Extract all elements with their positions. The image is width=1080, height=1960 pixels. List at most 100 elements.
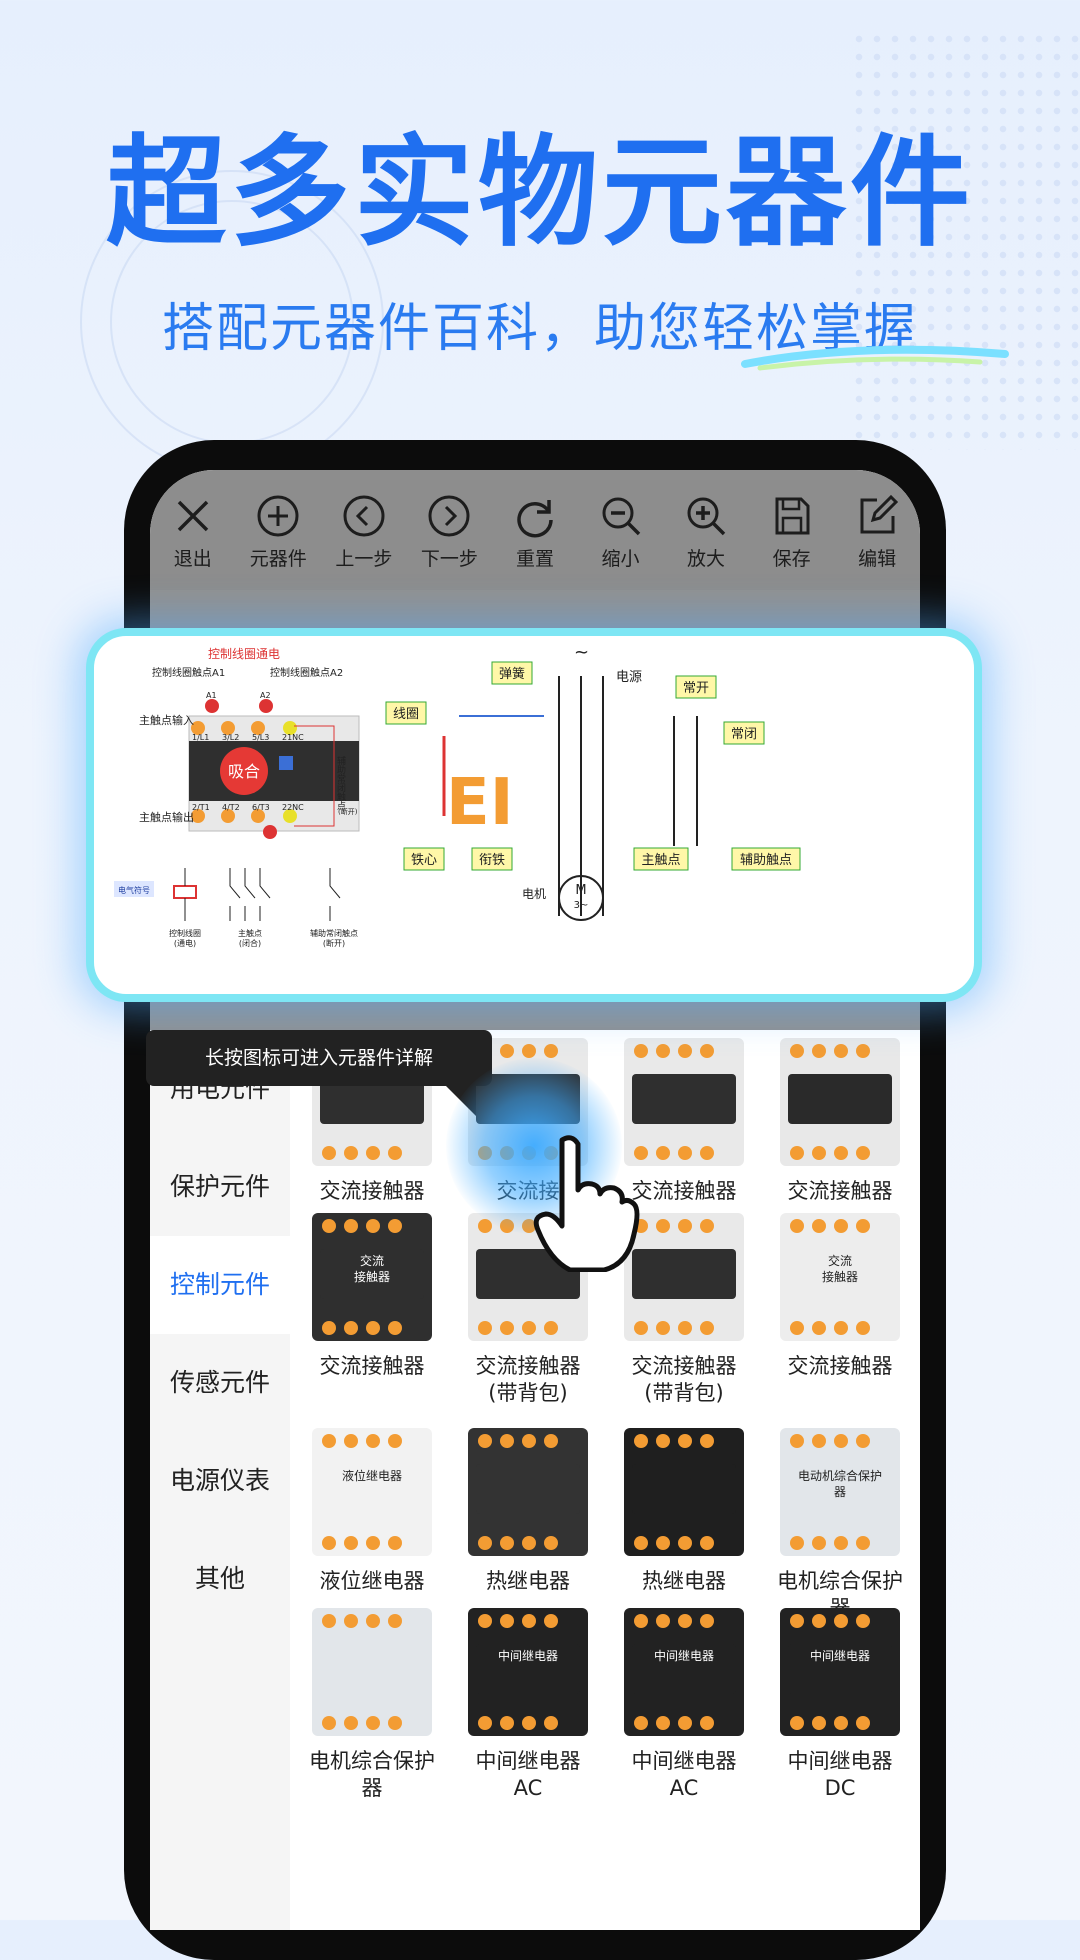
component-label: 交流接触器: [787, 1354, 893, 1378]
component-label: 热继电器: [486, 1569, 570, 1593]
svg-text:3/L2: 3/L2: [222, 733, 239, 742]
aux-nc-label: 辅助常闭触点: [335, 755, 346, 811]
component-thumbnail-tag: 中间继电器: [809, 1649, 870, 1663]
category-item[interactable]: 控制元件: [150, 1236, 290, 1334]
svg-text:5/L3: 5/L3: [252, 733, 269, 742]
coil-energized-label: 控制线圈通电: [208, 647, 280, 661]
component-thumbnail: 中间继电器: [780, 1608, 900, 1736]
component-sublabel: AC: [513, 1776, 543, 1800]
component-thumbnail-tag: 中间继电器: [653, 1649, 714, 1663]
add-circle-icon: [257, 495, 299, 537]
svg-text:M: M: [575, 883, 586, 898]
svg-text:A1: A1: [206, 691, 217, 700]
save-icon: [775, 497, 810, 535]
svg-text:3~: 3~: [574, 900, 589, 911]
ei-core: EI: [446, 766, 514, 840]
component-item[interactable]: 电机综合保护器: [294, 1608, 450, 1802]
component-item[interactable]: 交流 接触器交流接触器: [294, 1213, 450, 1380]
toolbar-zoom-in-button[interactable]: 放大: [666, 492, 746, 571]
component-item[interactable]: 交流接触器: [606, 1038, 762, 1205]
category-item[interactable]: 电源仪表: [169, 1466, 270, 1495]
component-label: 热继电器: [642, 1569, 726, 1593]
svg-text:铁心: 铁心: [411, 853, 437, 868]
svg-text:21NC: 21NC: [282, 733, 304, 742]
component-item[interactable]: 交流接触器: [762, 1038, 918, 1205]
component-sublabel: AC: [669, 1776, 699, 1800]
svg-text:主触点: 主触点: [641, 853, 680, 868]
decorative-dot-pattern: [850, 30, 1080, 450]
toolbar-prev-button[interactable]: 上一步: [324, 492, 404, 571]
motor-label: 电机: [522, 887, 546, 901]
main-output-label: 主触点输出: [139, 810, 194, 824]
svg-text:弹簧: 弹簧: [499, 666, 525, 682]
svg-text:1/L1: 1/L1: [192, 733, 209, 742]
component-thumbnail-tag: 交流 接触器: [821, 1254, 858, 1284]
toolbar-next-button[interactable]: 下一步: [409, 492, 489, 571]
toolbar-label: 放大: [687, 548, 726, 570]
pull-in-label: 吸合: [228, 762, 260, 781]
category-item[interactable]: 传感元件: [169, 1368, 270, 1397]
component-thumbnail: 液位继电器: [312, 1428, 432, 1556]
component-thumbnail-tag: 中间继电器: [497, 1649, 558, 1663]
component-thumbnail-tag: 电动机综合保护器: [797, 1469, 882, 1499]
svg-text:(通电): (通电): [174, 938, 196, 948]
long-press-tooltip: 长按图标可进入元器件详解: [146, 1030, 492, 1116]
component-label: 电机综合保护: [777, 1569, 903, 1593]
toolbar-zoom-out-button[interactable]: 缩小: [581, 492, 661, 571]
editor-toolbar: 退出 元器件 上一步 下一步重置缩小放大 保存编辑: [150, 470, 920, 590]
component-item[interactable]: 热继电器: [606, 1428, 762, 1595]
svg-text:2/T1: 2/T1: [192, 803, 210, 812]
contactor-diagram-card: 吸合 控制线圈通电 控制线圈触点A1 控制线圈触点A2 主触点输入 主触点输出 …: [86, 628, 982, 1002]
toolbar-label: 上一步: [335, 548, 393, 570]
category-item[interactable]: 保护元件: [169, 1172, 270, 1201]
component-label: 中间继电器: [631, 1749, 737, 1773]
symbol-tag: 电气符号: [118, 885, 150, 895]
toolbar-reset-button[interactable]: 重置: [495, 492, 575, 571]
category-item[interactable]: 其他: [194, 1564, 245, 1593]
toolbar-edit-button[interactable]: 编辑: [837, 492, 917, 571]
component-thumbnail: [780, 1038, 900, 1166]
power-label: 电源: [616, 670, 642, 685]
component-thumbnail: 交流 接触器: [312, 1213, 432, 1341]
prev-icon: [343, 495, 385, 537]
promo-subline: 搭配元器件百科，助您轻松掌握: [161, 299, 918, 359]
component-thumbnail: [468, 1428, 588, 1556]
component-sublabel: (带背包): [644, 1381, 724, 1405]
svg-text:辅助常闭触点: 辅助常闭触点: [310, 928, 358, 938]
component-sublabel: 器: [361, 1776, 383, 1800]
coil-a2-label: 控制线圈触点A2: [270, 666, 343, 679]
component-item[interactable]: 液位继电器液位继电器: [294, 1428, 450, 1595]
component-sublabel: (带背包): [488, 1381, 568, 1405]
component-thumbnail-tag: 交流 接触器: [353, 1254, 390, 1284]
component-item[interactable]: 热继电器: [450, 1428, 606, 1595]
svg-text:~: ~: [574, 642, 589, 663]
svg-text:(断开): (断开): [323, 938, 345, 948]
toolbar-label: 退出: [173, 548, 212, 570]
edit-icon: [860, 494, 899, 534]
component-item[interactable]: 交流 接触器交流接触器: [762, 1213, 918, 1380]
toolbar-close-button[interactable]: 退出: [153, 492, 233, 571]
component-label: 中间继电器: [787, 1749, 893, 1773]
toolbar-add-circle-button[interactable]: 元器件: [238, 492, 318, 571]
next-icon: [428, 495, 470, 537]
coil-a1-label: 控制线圈触点A1: [152, 666, 225, 679]
component-item[interactable]: 交流接触器(带背包): [606, 1213, 762, 1407]
toolbar-save-button[interactable]: 保存: [752, 492, 832, 571]
component-thumbnail: 中间继电器: [468, 1608, 588, 1736]
toolbar-label: 下一步: [420, 548, 478, 570]
component-label: 交流接触器: [319, 1179, 425, 1203]
toolbar-label: 编辑: [858, 548, 897, 570]
svg-text:衔铁: 衔铁: [479, 853, 505, 868]
component-thumbnail: 电动机综合保护器: [780, 1428, 900, 1556]
component-sublabel: DC: [824, 1776, 856, 1800]
svg-text:控制线圈: 控制线圈: [169, 928, 201, 938]
svg-text:4/T2: 4/T2: [222, 803, 240, 812]
svg-text:6/T3: 6/T3: [252, 803, 270, 812]
component-label: 交流接触器: [787, 1179, 893, 1203]
component-item[interactable]: 电动机综合保护器电机综合保护器: [762, 1428, 918, 1622]
svg-text:常闭: 常闭: [731, 727, 757, 742]
toolbar-label: 元器件: [249, 548, 307, 570]
